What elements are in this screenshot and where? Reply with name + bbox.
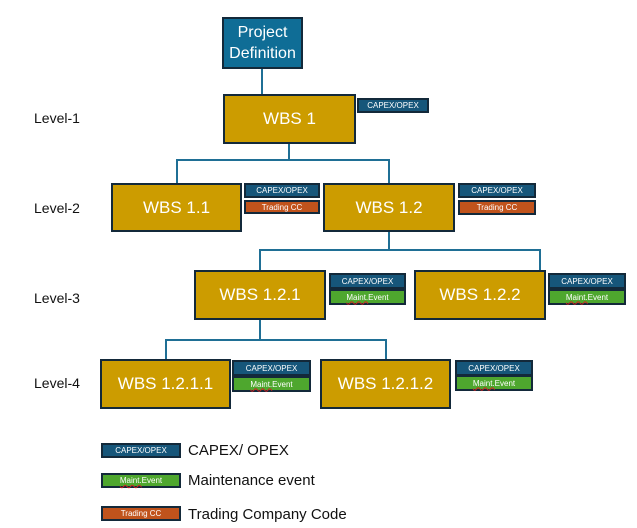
wbs-1-2-label: WBS 1.2 <box>355 197 423 217</box>
legend-trading-swatch: Trading CC <box>101 506 181 521</box>
wbs-1-node[interactable]: WBS 1 <box>223 94 356 144</box>
wbs-1-capex-tag: CAPEX/OPEX <box>357 98 429 113</box>
wbs-1-2-2-label: WBS 1.2.2 <box>439 285 521 304</box>
maint-word: Maint. <box>346 292 369 302</box>
root-label-line2: Definition <box>229 45 296 62</box>
maint-word: Maint. <box>250 379 273 389</box>
level-2-label: Level-2 <box>34 200 80 216</box>
wbs-1-2-2-node[interactable]: WBS 1.2.2 <box>414 270 546 320</box>
wbs-1-2-1-2-node[interactable]: WBS 1.2.1.2 <box>320 359 451 409</box>
maint-word: Maint. <box>565 292 588 302</box>
level-1-label: Level-1 <box>34 110 80 126</box>
connector-wbs11 <box>176 159 390 183</box>
wbs-1-2-1-2-maint-tag: Maint. Event <box>455 375 533 391</box>
level-4-label: Level-4 <box>34 375 80 391</box>
event-word: Event <box>494 378 516 388</box>
wbs-1-2-trading-tag: Trading CC <box>458 200 536 215</box>
wbs-1-2-1-1-capex-tag: CAPEX/OPEX <box>232 360 311 376</box>
maint-word: Maint. <box>119 476 142 485</box>
event-word: Event <box>587 292 609 302</box>
wbs-1-2-1-maint-tag: Maint. Event <box>329 289 406 305</box>
maint-word: Maint. <box>472 378 495 388</box>
project-definition-node[interactable]: Project Definition <box>222 17 303 69</box>
wbs-1-1-capex-tag: CAPEX/OPEX <box>244 183 320 198</box>
level-3-label: Level-3 <box>34 290 80 306</box>
event-word: Event <box>272 379 293 389</box>
legend-capex-text: CAPEX/ OPEX <box>188 442 289 459</box>
wbs-1-2-2-maint-tag: Maint. Event <box>548 289 626 305</box>
event-word: Event <box>141 476 163 485</box>
wbs-1-1-label: WBS 1.1 <box>142 197 211 217</box>
wbs-1-2-1-2-capex-tag: CAPEX/OPEX <box>455 360 533 376</box>
wbs-1-2-capex-tag: CAPEX/OPEX <box>458 183 536 198</box>
wbs-1-2-2-capex-tag: CAPEX/OPEX <box>548 273 626 289</box>
wbs-1-label: WBS 1 <box>263 109 316 128</box>
legend-trading-text: Trading Company Code <box>188 506 347 523</box>
root-label-line1: Project <box>237 24 288 41</box>
wbs-1-2-1-node[interactable]: WBS 1.2.1 <box>194 270 326 320</box>
event-word: Event <box>368 292 389 302</box>
legend-capex-swatch: CAPEX/OPEX <box>101 443 181 458</box>
legend-maint-text: Maintenance event <box>188 472 315 489</box>
wbs-1-2-1-capex-tag: CAPEX/OPEX <box>329 273 406 289</box>
connector-wbs1211-wbs1212 <box>165 339 387 359</box>
wbs-1-2-1-2-label: WBS 1.2.1.2 <box>337 374 434 393</box>
wbs-1-2-1-1-node[interactable]: WBS 1.2.1.1 <box>100 359 231 409</box>
wbs-1-2-1-label: WBS 1.2.1 <box>219 285 301 304</box>
wbs-1-2-node[interactable]: WBS 1.2 <box>323 183 455 232</box>
wbs-1-2-1-1-label: WBS 1.2.1.1 <box>117 374 214 393</box>
legend-maint-swatch: Maint. Event <box>101 473 181 488</box>
wbs-1-1-trading-tag: Trading CC <box>244 200 320 214</box>
wbs-1-1-node[interactable]: WBS 1.1 <box>111 183 242 232</box>
wbs-1-2-1-1-maint-tag: Maint. Event <box>232 376 311 392</box>
connector-wbs121-wbs122 <box>259 249 541 270</box>
